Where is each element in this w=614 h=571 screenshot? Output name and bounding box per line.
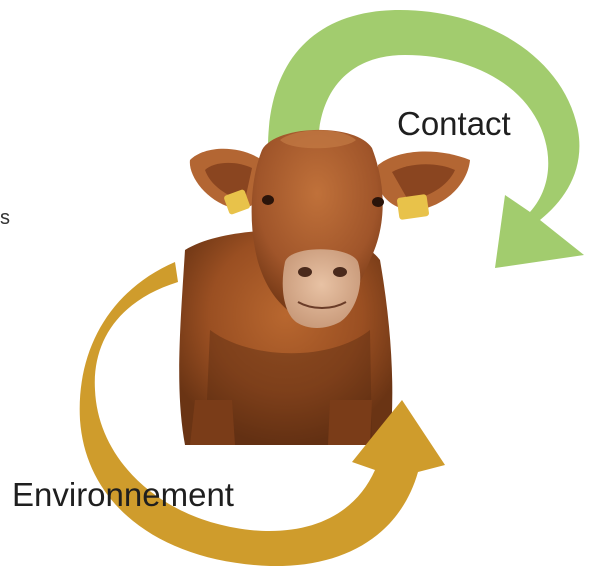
- environnement-label: Environnement: [12, 476, 234, 513]
- contact-label: Contact: [397, 105, 511, 142]
- edge-text-fragment: s: [0, 207, 10, 229]
- contact-arrow: [268, 10, 584, 268]
- cow-image: [179, 129, 470, 445]
